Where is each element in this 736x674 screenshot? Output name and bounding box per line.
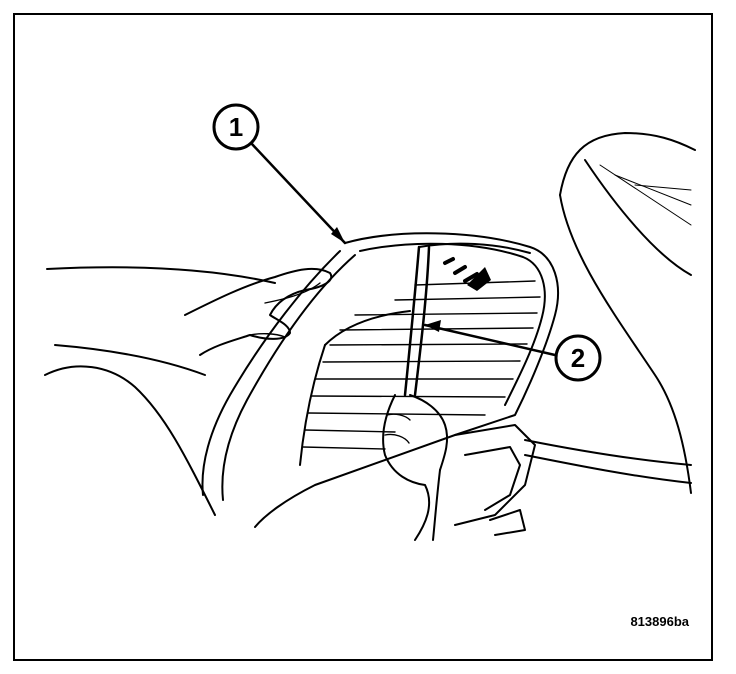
seat-back-stitch-1 (599, 164, 692, 226)
floor-line (54, 344, 206, 376)
seat-back-outline (559, 132, 696, 196)
direction-arrow-dash-2 (453, 265, 467, 275)
lens-rib (354, 312, 538, 316)
callout-1-leader (249, 141, 347, 245)
lens-rib (394, 296, 541, 301)
callout-1-number: 1 (229, 112, 243, 142)
lens-rib (302, 446, 386, 450)
callout-1: 1 (212, 103, 260, 151)
seat-back-inner (584, 159, 692, 276)
mount-bracket-3 (489, 509, 526, 536)
left-thumb (249, 332, 286, 338)
mount-bracket-2 (464, 446, 521, 511)
lamp-lens-left (299, 344, 326, 466)
callout-2-number: 2 (571, 343, 585, 373)
direction-arrow-dash-1 (443, 257, 455, 265)
lower-left-contour (44, 365, 216, 516)
lamp-lens-edge (359, 242, 546, 406)
callout-2-leader (423, 323, 557, 357)
right-hand-fingers (409, 394, 449, 471)
illustration: 1 2 (44, 103, 696, 541)
direction-arrow-dash-3 (463, 272, 479, 283)
right-knuckle-1 (386, 413, 411, 421)
seat-back-left-edge (559, 194, 692, 494)
right-hand (382, 394, 431, 541)
figure-id-code: 813896ba (630, 614, 689, 629)
lamp-lens-inner (324, 310, 411, 346)
seal-strip-right (413, 245, 431, 397)
lens-rib (310, 395, 506, 398)
right-wrist (432, 469, 441, 541)
seat-back-stitch-2 (614, 174, 692, 206)
callout-2-arrowhead (425, 320, 441, 332)
figure-frame: 1 2 813896ba (13, 13, 713, 661)
seat-back-stitch-3 (634, 184, 692, 191)
background-contour (46, 266, 276, 284)
right-knuckle-2 (384, 433, 410, 444)
lens-rib (329, 343, 528, 346)
seal-strip-top (418, 242, 531, 254)
lamp-housing-outer (254, 232, 559, 528)
callout-2: 2 (554, 334, 602, 382)
direction-arrow-head (467, 267, 491, 291)
lamp-housing-rim (201, 250, 341, 496)
seal-strip-left (403, 245, 421, 397)
callout-1-arrowhead (331, 227, 345, 243)
left-hand-finger (264, 282, 321, 304)
mount-bracket (454, 424, 536, 526)
cushion-line (524, 439, 692, 466)
lamp-housing-rim-inner (221, 254, 356, 501)
lens-rib (304, 429, 396, 433)
lens-rib (322, 360, 521, 363)
cushion-line-2 (524, 454, 692, 484)
